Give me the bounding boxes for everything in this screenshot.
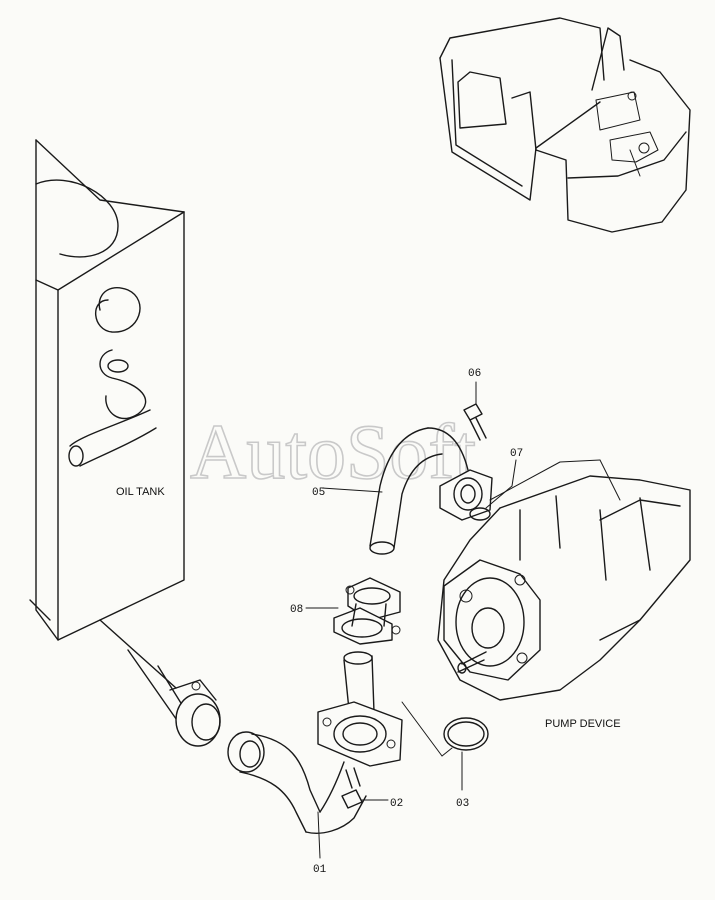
pump-device-label: PUMP DEVICE [545, 718, 621, 730]
callout-01: 01 [313, 864, 327, 876]
suction-hose [99, 619, 221, 747]
excavator-thumbnail [439, 17, 691, 233]
part-01-elbow-pipe [227, 651, 403, 834]
oil-tank-label: OIL TANK [116, 486, 165, 498]
callouts: 01 02 03 05 06 07 08 [290, 368, 523, 876]
callout-05: 05 [312, 487, 325, 499]
part-03-o-ring [401, 701, 489, 791]
part-07-small-o-ring [469, 459, 517, 521]
watermark: AutoSoft [190, 408, 476, 495]
callout-06: 06 [468, 368, 481, 380]
part-02-bolt [341, 767, 389, 809]
callout-07: 07 [510, 448, 523, 460]
callout-03: 03 [456, 798, 469, 810]
callout-08: 08 [290, 604, 303, 616]
oil-tank: OIL TANK [29, 139, 185, 641]
part-08-clamp [305, 577, 401, 645]
callout-02: 02 [390, 798, 403, 810]
part-06-bolt [463, 381, 487, 441]
pump-device: PUMP DEVICE [437, 459, 691, 730]
